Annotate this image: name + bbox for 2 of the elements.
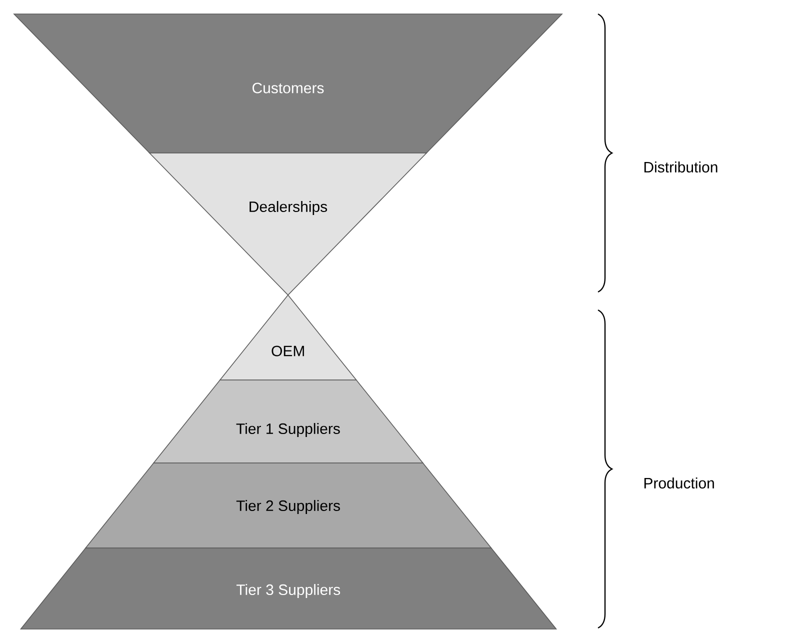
side-label: Distribution <box>644 162 718 172</box>
side-label: Production <box>644 478 714 488</box>
